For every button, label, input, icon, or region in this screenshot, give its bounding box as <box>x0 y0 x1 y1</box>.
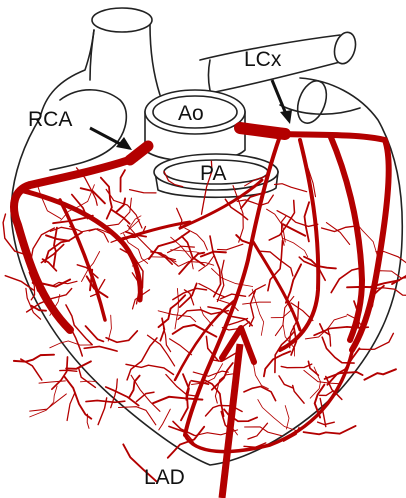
arteriole-twig <box>283 239 307 257</box>
arteriole-twig <box>258 400 296 431</box>
arteriole-twig <box>281 364 312 368</box>
arteriole-twig <box>81 188 105 203</box>
arteriole-twig <box>322 226 355 231</box>
arteriole-twig <box>119 407 156 425</box>
svc-left-edge <box>90 30 94 80</box>
arteriole-twig <box>101 178 112 219</box>
arteriole-twig <box>252 289 264 335</box>
arteriole-twig <box>271 309 293 318</box>
arteriole-twig <box>108 315 111 341</box>
arteriole-twig <box>193 371 228 376</box>
arteriole-twig <box>210 236 221 297</box>
right-atrium-outline <box>40 30 94 118</box>
arteriole-twig <box>67 393 75 421</box>
arteriole-twig <box>149 232 189 260</box>
arteriole-twig <box>180 283 197 307</box>
pulmonary-vein-opening-2 <box>292 77 331 127</box>
arteriole-twig <box>52 357 68 389</box>
arteriole-twig <box>328 329 331 346</box>
lcx-arrow-head <box>280 110 292 124</box>
arteriole-twig <box>39 381 65 383</box>
aorta <box>145 90 245 161</box>
arteriole-twig <box>166 375 196 397</box>
arteriole-twig <box>5 276 33 290</box>
label-ao: Ao <box>178 102 204 125</box>
arteriole-twig <box>275 184 307 192</box>
arteriole-twig <box>275 332 294 373</box>
lcx-arrow-line <box>272 80 286 114</box>
arteriole-twig <box>293 386 304 404</box>
label-pa: PA <box>200 162 226 185</box>
arteriole-twig <box>331 268 361 293</box>
lcx-obtuse-marginal <box>330 135 362 340</box>
arteriole-twig <box>360 333 394 349</box>
svc-top <box>92 8 152 32</box>
arteriole-twig <box>248 423 268 439</box>
arteriole-twig <box>14 355 54 362</box>
arteriole-twig <box>175 289 179 329</box>
arteriole-twig <box>31 228 54 258</box>
arteriole-twig <box>50 341 92 348</box>
arteriole-twig <box>30 386 57 417</box>
arteriole-twig <box>41 245 63 263</box>
arteriole-twig <box>285 406 289 430</box>
label-lcx: LCx <box>244 48 282 71</box>
arteriole-twig <box>130 190 156 193</box>
arteriole-twig <box>86 326 104 341</box>
arteriole-twig <box>179 262 214 267</box>
label-lad: LAD <box>144 466 185 489</box>
arteriole-twig <box>170 339 192 355</box>
arteriole-twig <box>60 370 77 371</box>
arteriole-twig <box>264 351 290 376</box>
arteriole-twig <box>84 346 117 351</box>
arteriole-twig <box>364 369 396 379</box>
arteriole-twig <box>244 387 276 401</box>
arteriole-twig <box>46 235 69 241</box>
lcx-branch-2 <box>280 140 318 350</box>
arteriole-twig <box>127 338 157 380</box>
rca-arrow-line <box>90 128 124 146</box>
arteriole-twig <box>326 223 349 245</box>
arteriole-twig <box>98 398 107 425</box>
arteriole-twig <box>304 426 356 434</box>
arteriole-twig <box>111 379 118 408</box>
arteriole-twig <box>218 244 243 250</box>
arteriole-twig <box>164 328 171 351</box>
arteriole-twig <box>202 379 223 416</box>
arteriole-twig <box>318 422 335 425</box>
svc-right-edge <box>150 25 160 95</box>
arteriole-twig <box>136 392 154 401</box>
arteriole-twig <box>258 251 293 276</box>
arteriole-twig <box>106 331 137 342</box>
arteriole-twig <box>126 364 174 374</box>
rca-main <box>14 158 135 330</box>
arteriole-twig <box>319 391 332 395</box>
arteriole-twig <box>117 198 126 211</box>
arteriole-twig <box>121 170 126 192</box>
label-rca: RCA <box>28 108 72 131</box>
arteriole-twig <box>279 376 293 388</box>
arteriole-twig <box>268 241 283 291</box>
